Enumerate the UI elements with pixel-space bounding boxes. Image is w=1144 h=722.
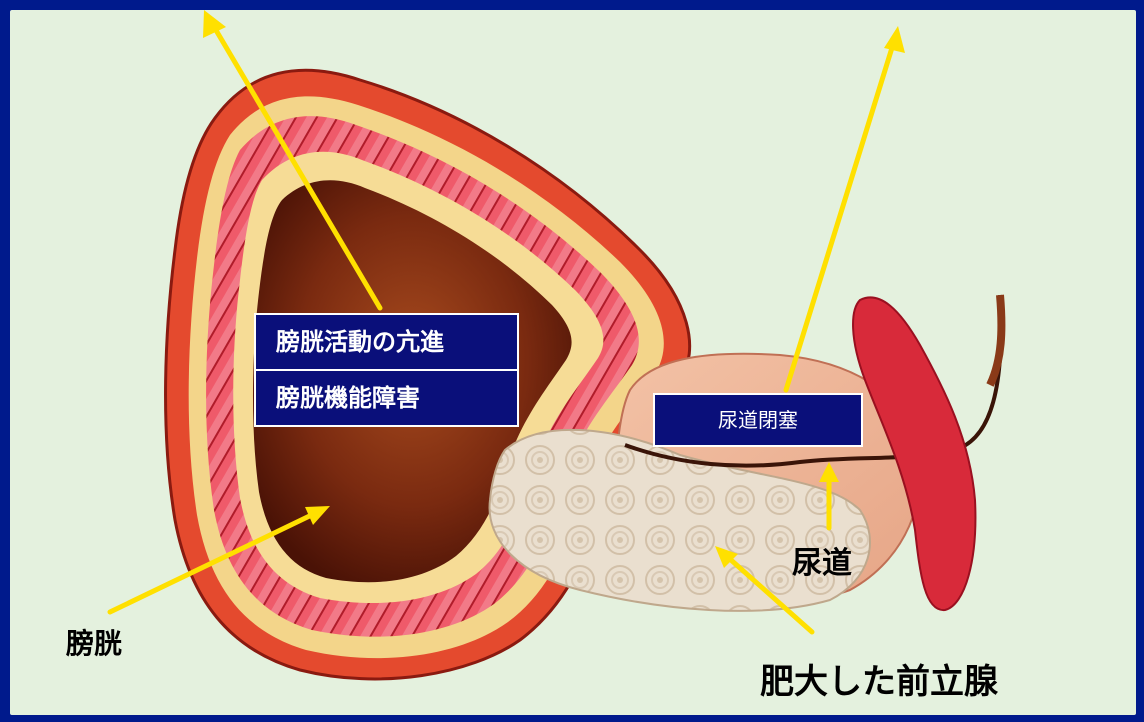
urethral-obstruction-box: 尿道閉塞	[653, 393, 863, 447]
enlarged-prostate-label: 肥大した前立腺	[760, 654, 998, 703]
bladder-symptoms-box: 膀胱活動の亢進 膀胱機能障害	[254, 313, 519, 427]
arrowhead-bladder-symptoms	[203, 10, 226, 38]
bladder-dysfunction-text: 膀胱機能障害	[256, 371, 517, 425]
arrowhead-obstruction	[884, 26, 905, 53]
urethral-obstruction-text: 尿道閉塞	[718, 408, 798, 432]
urethra-label: 尿道	[792, 538, 852, 582]
bladder-overactivity-text: 膀胱活動の亢進	[256, 315, 517, 369]
bladder-label: 膀胱	[66, 622, 122, 662]
